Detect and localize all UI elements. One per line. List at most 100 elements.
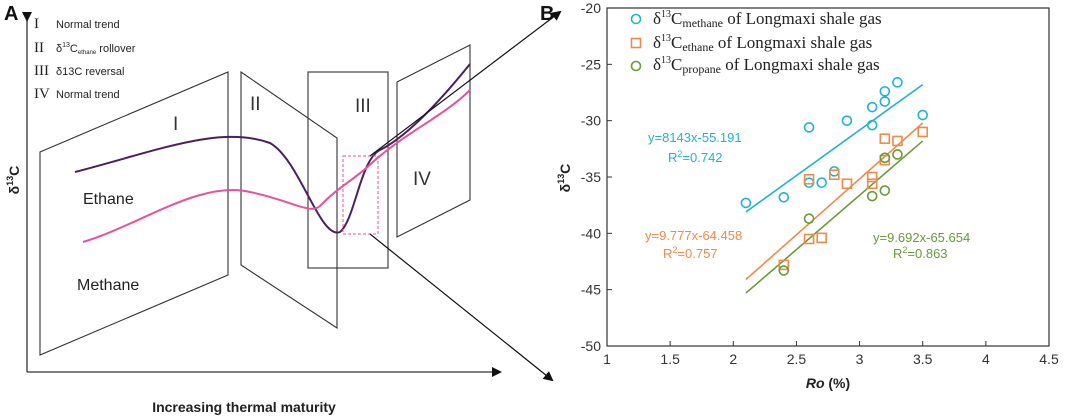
ethane-label: Ethane — [83, 191, 134, 208]
fit-lines — [745, 83, 924, 294]
equation-methane: y=8143x-55.191 R2=0.742 — [648, 130, 742, 165]
point-methane — [879, 86, 891, 97]
point-methane — [879, 96, 891, 107]
point-methane — [829, 166, 840, 177]
region-label-3: III — [355, 96, 371, 117]
x-ticks: 1 1.5 2 2.5 3 3.5 4 4.5 — [603, 341, 1059, 367]
point-ethane — [778, 259, 790, 271]
y-axis-label: δ13C — [556, 164, 573, 193]
point-propane — [879, 185, 891, 196]
point-methane — [866, 119, 878, 131]
zoom-box — [342, 155, 379, 235]
point-propane — [866, 190, 878, 202]
legend-b-marker-3 — [630, 60, 642, 72]
point-methane — [917, 109, 929, 121]
point-ethane — [803, 173, 815, 185]
legend-b-text-1: δ13Cmethane of Longmaxi shale gas — [653, 9, 882, 30]
x-tick-label: 2 — [729, 351, 737, 367]
arrow-bottom — [369, 233, 554, 382]
legend-b-marker-1 — [630, 13, 642, 25]
methane-label: Methane — [77, 277, 139, 294]
point-ethane — [841, 178, 853, 190]
data-points — [740, 77, 929, 276]
x-tick-label: 1.5 — [660, 351, 680, 367]
fit-line-ethane — [745, 122, 924, 281]
arrow-top — [369, 10, 562, 157]
y-ticks: -20 -25 -30 -35 -40 -45 -50 — [581, 0, 612, 354]
equation-ethane-text: y=9.777x-64.458 — [645, 228, 742, 243]
equation-methane-r2: R2=0.742 — [668, 149, 723, 165]
panel-a: A I Normal trend II δ13Cethane rollover … — [4, 3, 562, 415]
ethane-curve — [74, 63, 471, 234]
legend-b-text-3: δ13Cpropane of Longmaxi shale gas — [653, 55, 880, 76]
point-methane — [866, 101, 878, 113]
point-methane — [803, 177, 815, 188]
plane-2 — [240, 70, 338, 330]
x-tick-label: 4 — [982, 351, 990, 367]
equation-ethane-r2: R2=0.757 — [663, 245, 718, 261]
plane-1 — [39, 71, 229, 356]
y-tick-label: -30 — [581, 113, 601, 129]
fit-line-methane — [745, 83, 924, 213]
point-methane — [803, 122, 815, 133]
methane-curve — [82, 89, 471, 243]
panel-b: B -20 -25 -30 -35 -40 -45 -50 1 1.5 2 2.5 3 3.5 4 4.5… — [540, 0, 1059, 391]
equation-methane-text: y=8143x-55.191 — [648, 130, 742, 145]
panel-a-x-label: Increasing thermal maturity — [152, 399, 336, 415]
point-methane — [816, 177, 827, 188]
plane-4 — [396, 44, 471, 238]
point-methane — [892, 77, 903, 88]
x-tick-label: 2.5 — [787, 351, 807, 367]
x-axis-label: Ro (%) — [806, 375, 850, 391]
y-tick-label: -40 — [581, 225, 601, 241]
region-label-1: I — [173, 114, 178, 135]
x-tick-label: 1 — [603, 351, 611, 367]
point-ethane — [917, 126, 929, 138]
y-tick-label: -45 — [581, 282, 601, 298]
legend-a-text-1: Normal trend — [56, 19, 120, 31]
point-ethane — [866, 178, 878, 190]
region-label-4: IV — [413, 169, 431, 190]
point-ethane — [803, 233, 815, 245]
equation-propane-text: y=9.692x-65.654 — [873, 230, 970, 245]
panel-a-legend: I Normal trend II δ13Cethane rollover II… — [34, 16, 136, 102]
fit-line-propane — [745, 140, 924, 294]
panel-b-legend: δ13Cmethane of Longmaxi shale gas δ13Cet… — [630, 9, 882, 76]
legend-a-text-2: δ13Cethane rollover — [56, 42, 136, 56]
y-tick-label: -35 — [581, 169, 601, 185]
plane-3 — [307, 71, 389, 269]
x-tick-label: 3.5 — [913, 351, 933, 367]
y-tick-label: -20 — [581, 0, 601, 16]
point-methane — [778, 191, 790, 203]
point-propane — [879, 152, 891, 164]
legend-a-num-1: I — [34, 16, 39, 32]
legend-a-text-4: Normal trend — [56, 89, 120, 101]
y-tick-label: -25 — [581, 56, 601, 72]
x-tick-label: 4.5 — [1039, 351, 1059, 367]
point-ethane — [879, 133, 891, 144]
equation-propane: y=9.692x-65.654 R2=0.863 — [873, 230, 970, 261]
panel-a-y-label: δ13C — [5, 166, 22, 195]
legend-b-text-2: δ13Cethane of Longmaxi shale gas — [653, 33, 872, 54]
point-ethane — [866, 171, 878, 183]
point-propane — [778, 265, 790, 276]
equation-ethane: y=9.777x-64.458 R2=0.757 — [645, 228, 742, 261]
legend-a-text-3: δ13C reversal — [56, 66, 124, 78]
point-ethane — [816, 232, 827, 244]
y-tick-label: -50 — [581, 338, 601, 354]
legend-b-marker-2 — [630, 37, 642, 49]
panel-b-letter: B — [540, 3, 554, 25]
legend-a-num-3: III — [34, 63, 49, 79]
legend-a-num-2: II — [34, 40, 44, 56]
point-ethane — [892, 135, 903, 147]
point-methane — [841, 115, 853, 126]
point-ethane — [829, 169, 840, 181]
panel-a-letter: A — [4, 3, 18, 25]
region-label-2: II — [250, 94, 261, 115]
x-tick-label: 3 — [856, 351, 864, 367]
point-propane — [803, 213, 815, 224]
point-methane — [740, 197, 752, 209]
equation-propane-r2: R2=0.863 — [893, 245, 948, 261]
point-propane — [892, 149, 903, 160]
